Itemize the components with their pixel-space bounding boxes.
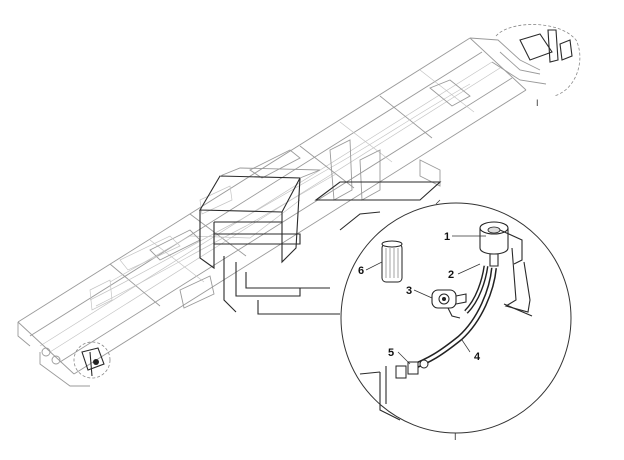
view-mark-bottom: I [454, 432, 457, 442]
pump [431, 289, 467, 319]
callout-4: 4 [474, 351, 481, 363]
detail-circle-top: I [495, 24, 581, 108]
callout-labels: 1 2 3 4 5 6 [358, 231, 481, 363]
chassis-frame [17, 37, 547, 387]
callout-2: 2 [448, 269, 454, 281]
callout-6: 6 [358, 265, 364, 277]
fuel-tank [199, 167, 442, 315]
callout-1: 1 [444, 231, 450, 243]
view-mark-top: I [536, 98, 539, 108]
hose [408, 265, 497, 371]
fittings [359, 359, 429, 421]
callout-5: 5 [388, 347, 394, 359]
filter [381, 240, 403, 283]
reservoir [479, 221, 509, 267]
leader-lines [365, 235, 486, 365]
callout-3: 3 [406, 285, 412, 297]
mounting-bracket [499, 229, 533, 317]
detail-circle [340, 199, 572, 434]
detail-circle-bottom [73, 341, 111, 379]
